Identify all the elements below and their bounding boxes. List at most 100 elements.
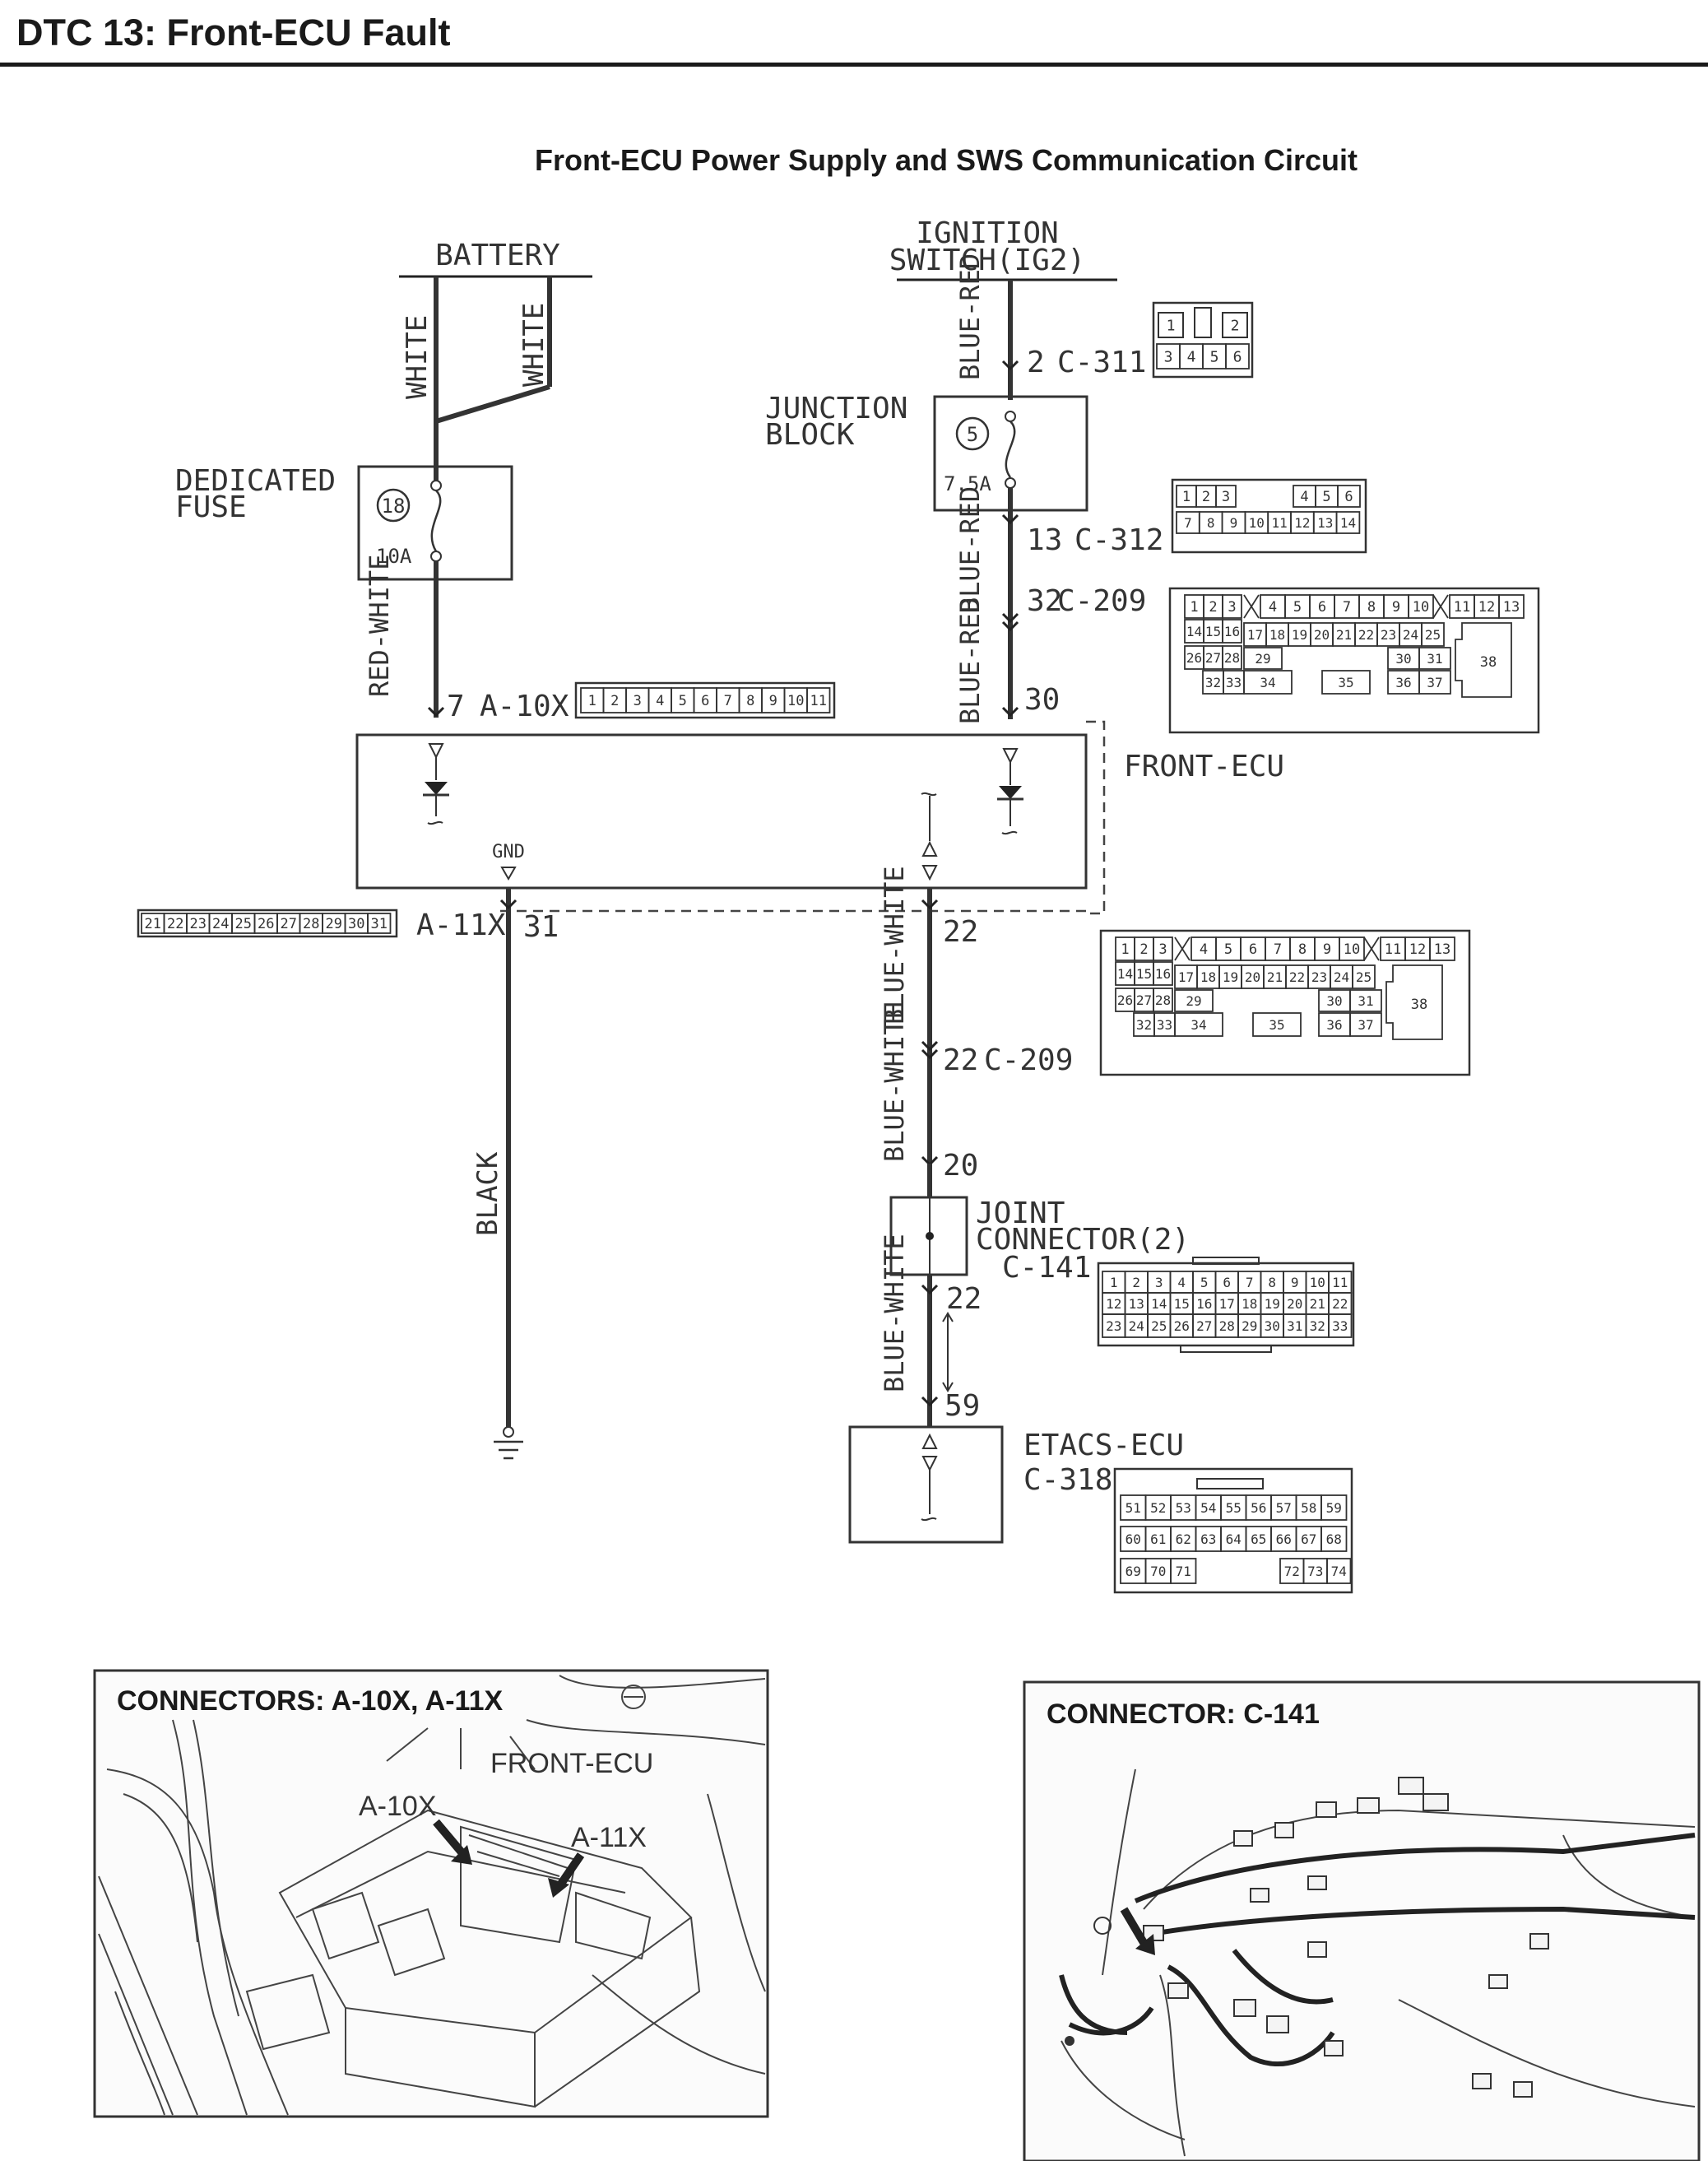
pin-number: 34: [1190, 1017, 1206, 1033]
pin-number: 5: [1322, 489, 1330, 505]
connector-cell: [1158, 312, 1184, 338]
pin-number: 26: [1117, 992, 1133, 1008]
pin-number: 74: [1331, 1564, 1347, 1579]
pin-number: 51: [1126, 1500, 1141, 1516]
pin-number: 31: [1287, 1318, 1302, 1334]
pin-number: 35: [1338, 675, 1353, 690]
pin-number: 72: [1284, 1564, 1300, 1579]
etacs-name: C-318: [1023, 1463, 1112, 1497]
connector-cell: [1222, 619, 1242, 644]
pin-number: 18: [1269, 627, 1285, 643]
pin-number: 3: [1164, 348, 1173, 365]
pin-number: 30: [1326, 993, 1342, 1009]
pin-number: 12: [1106, 1296, 1121, 1312]
pin-number: 70: [1150, 1564, 1166, 1579]
pin-number: 62: [1176, 1531, 1191, 1547]
pin-number: 6: [1223, 1275, 1231, 1290]
pin-number: 24: [1129, 1318, 1144, 1334]
pin-number: 53: [1176, 1500, 1191, 1516]
pin-number: 12: [1294, 515, 1310, 531]
pin-number: 14: [1151, 1296, 1167, 1312]
c209-top-name: C-209: [1057, 584, 1146, 618]
pin-number: 1: [588, 693, 596, 709]
connector-cell: [1174, 1012, 1223, 1037]
etacs-label: ETACS-ECU: [1023, 1429, 1184, 1462]
pin-number: 5: [1293, 599, 1302, 616]
pin-number: 25: [1356, 969, 1372, 985]
pin-number: 2: [1231, 317, 1240, 334]
pin-number: 13: [1434, 941, 1450, 958]
pin-number: 14: [1340, 515, 1356, 531]
a10x-name: A-10X: [480, 690, 569, 723]
pin-number: 12: [1478, 599, 1495, 616]
pin-number: 28: [1224, 650, 1240, 666]
x-marker: [1174, 936, 1190, 961]
pin-number: 57: [1276, 1500, 1292, 1516]
pin-number: 1: [1190, 599, 1198, 616]
connector-cell: [1174, 989, 1214, 1012]
title-rule: [0, 63, 1708, 67]
pin-number: 21: [1267, 969, 1283, 985]
pin-number: 31: [371, 916, 388, 932]
connector-cell: [1222, 594, 1242, 619]
wire-red-white: RED-WHITE: [364, 555, 395, 697]
pin-number: 65: [1251, 1531, 1266, 1547]
pin-number: 73: [1307, 1564, 1323, 1579]
wire-battery-2: WHITE: [518, 303, 550, 387]
pin-number: 2: [610, 693, 619, 709]
etacs-pin: 59: [945, 1389, 980, 1423]
battery-label: BATTERY: [435, 239, 560, 272]
wire-jb-blue-red: BLUE-RED: [954, 486, 986, 613]
pin-number: 23: [1311, 969, 1327, 985]
wire-comm-3: BLUE-WHITE: [879, 1234, 910, 1392]
pin-number: 21: [1336, 627, 1352, 643]
pin-number: 58: [1301, 1500, 1316, 1516]
pin-number: 6: [701, 693, 709, 709]
pin-number: 29: [1255, 651, 1270, 667]
pin-number: 24: [1403, 627, 1418, 643]
front-ecu-label: FRONT-ECU: [1124, 750, 1284, 783]
pin-number: 4: [1177, 1275, 1186, 1290]
c311-pin: 2: [1027, 346, 1045, 379]
pin-number: 38: [1411, 997, 1427, 1013]
pin-number: 7: [1246, 1275, 1254, 1290]
x-marker: [1243, 594, 1260, 619]
pin-number: 32: [1205, 675, 1221, 690]
fuse-rating: 10A: [376, 545, 412, 568]
ecu-pin-30: 30: [1024, 683, 1060, 717]
pin-number: 35: [1269, 1017, 1284, 1033]
pin-number: 29: [1242, 1318, 1257, 1334]
c311-name: C-311: [1057, 346, 1146, 379]
pin-number: 30: [1265, 1318, 1280, 1334]
a10x-pin: 7: [447, 690, 465, 723]
pin-number: 9: [1230, 515, 1238, 531]
c209-bottom-name: C-209: [984, 1043, 1073, 1077]
c209-bottom-pin: 22: [943, 1043, 978, 1077]
pin-number: 26: [1186, 650, 1202, 666]
jb-number: 5: [967, 423, 978, 446]
pin-number: 11: [1271, 515, 1287, 531]
wire-battery-1: WHITE: [401, 315, 434, 399]
connector-cell: [1153, 936, 1173, 961]
pin-number: 11: [810, 693, 827, 709]
pin-number: 6: [1344, 489, 1353, 505]
pin-number: 21: [1310, 1296, 1325, 1312]
pin-number: 7: [1274, 941, 1282, 958]
jc-label-1: JOINT: [976, 1197, 1065, 1230]
pin-number: 27: [1205, 650, 1221, 666]
pin-number: 52: [1150, 1500, 1166, 1516]
pin-number: 1: [1167, 317, 1176, 334]
inset-label-front-ecu: FRONT-ECU: [490, 1748, 653, 1779]
pin-number: 31: [1427, 651, 1442, 667]
connector-cell: [1328, 1313, 1353, 1338]
inset-left-title: CONNECTORS: A-10X, A-11X: [117, 1685, 503, 1717]
pin-number: 71: [1176, 1564, 1191, 1579]
pin-number: 32: [1136, 1017, 1152, 1033]
pin-number: 37: [1427, 675, 1442, 690]
pin-number: 17: [1247, 627, 1263, 643]
